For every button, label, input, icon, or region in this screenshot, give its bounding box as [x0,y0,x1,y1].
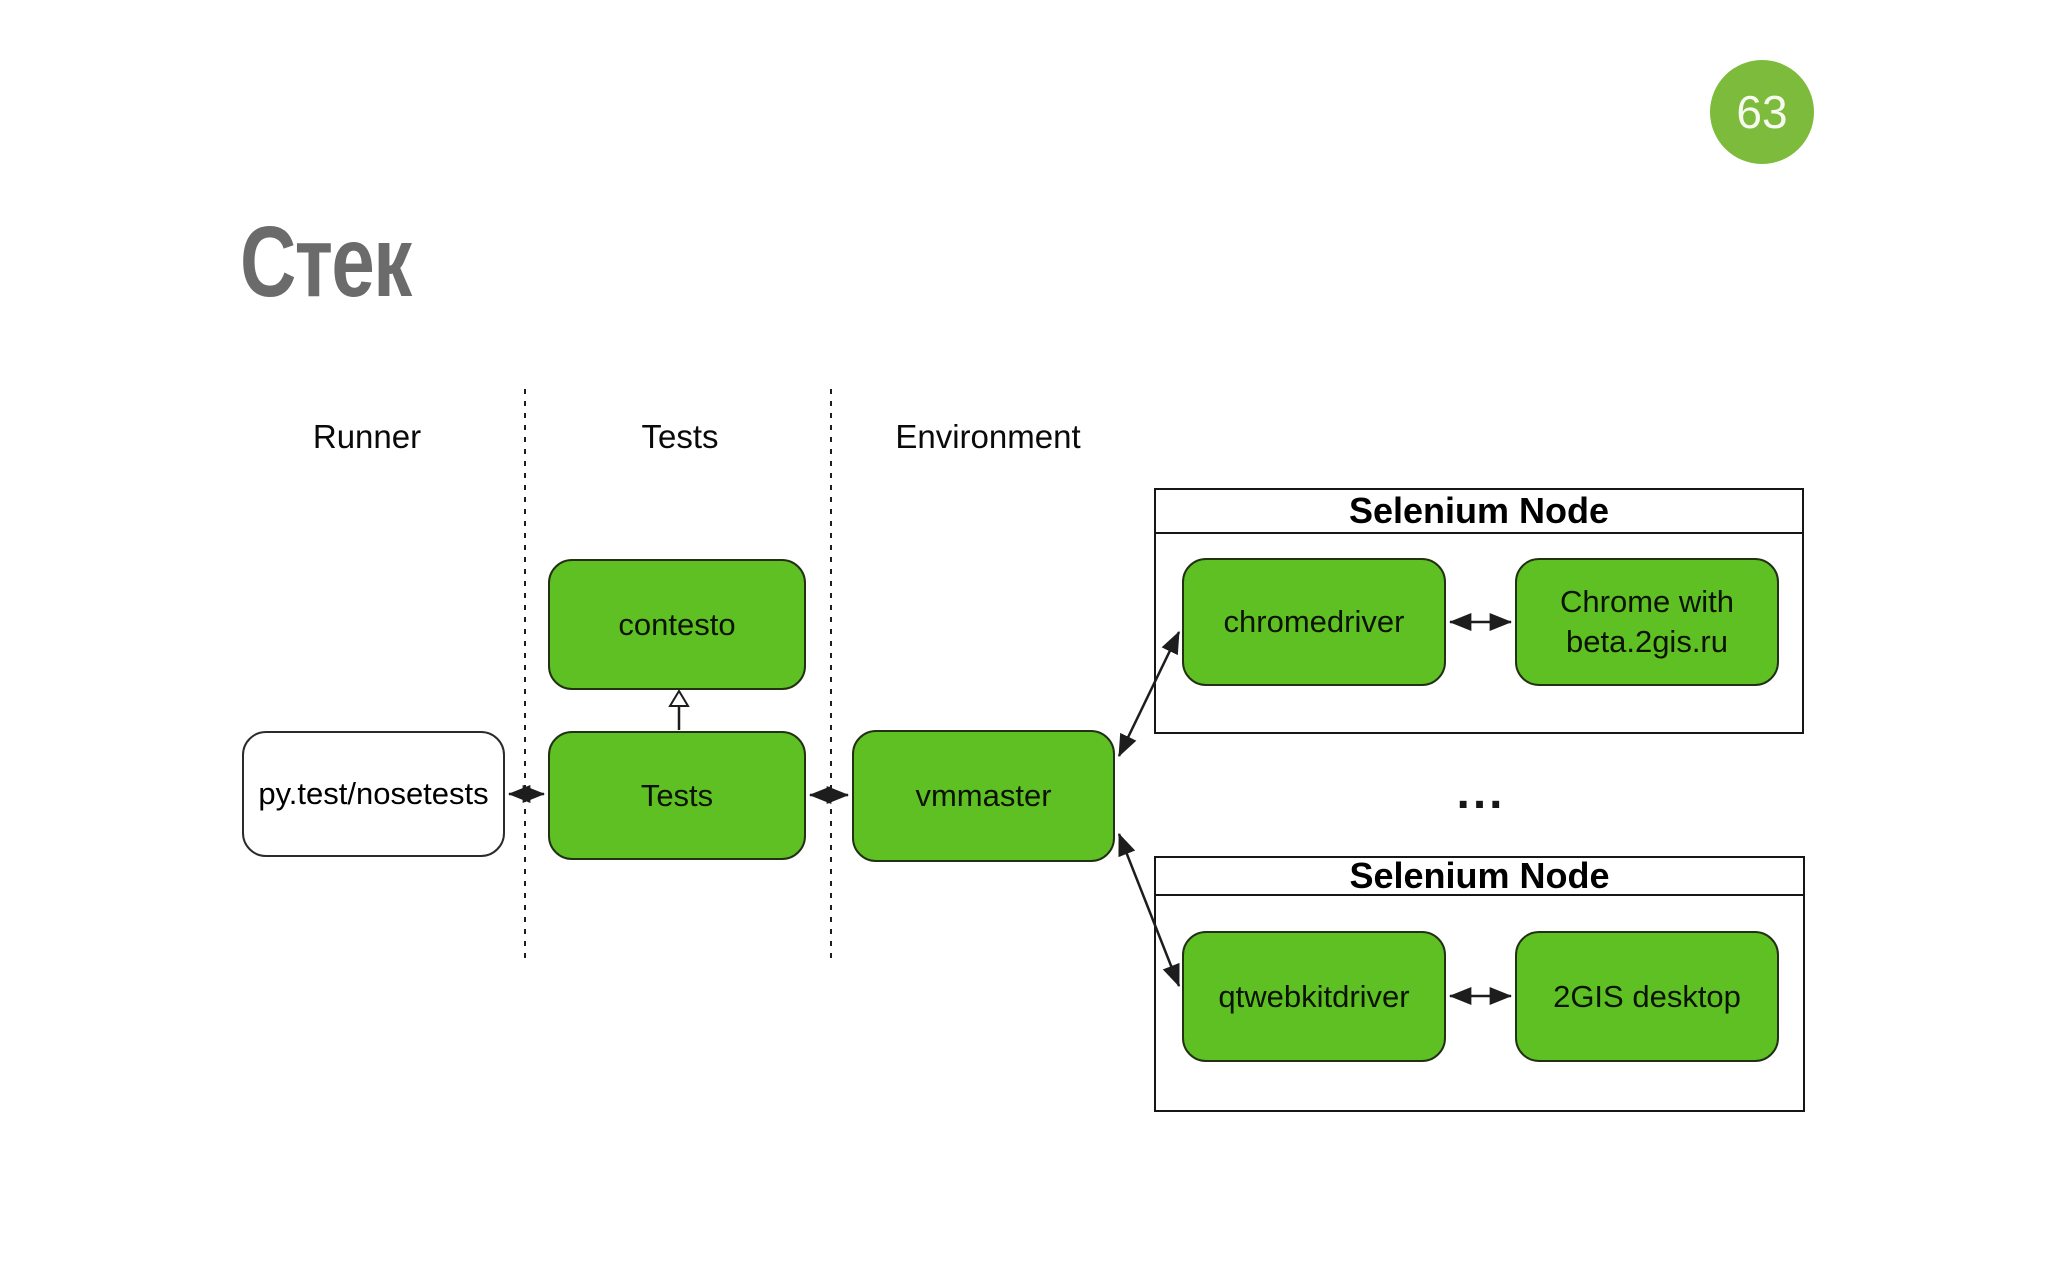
node-contesto: contesto [548,559,806,690]
slide-title: Стек [240,206,412,318]
selenium-node-top-title: Selenium Node [1156,490,1802,534]
node-2gis-desktop: 2GIS desktop [1515,931,1779,1062]
node-vmmaster: vmmaster [852,730,1115,862]
page-number: 63 [1736,86,1788,138]
node-pytest-nosetests: py.test/nosetests [242,731,505,857]
page-number-badge: 63 [1710,60,1814,164]
selenium-node-bottom-title: Selenium Node [1156,855,1803,896]
column-label-tests: Tests [641,418,719,455]
column-label-environment: Environment [895,418,1081,455]
node-chrome-beta2gis-label: Chrome with beta.2gis.ru [1560,582,1734,662]
column-label-runner: Runner [312,418,422,455]
node-chromedriver: chromedriver [1182,558,1446,686]
node-chrome-beta2gis-line2: beta.2gis.ru [1566,624,1728,659]
node-qtwebkitdriver: qtwebkitdriver [1182,931,1446,1062]
inheritance-arrow-tests-contesto [668,689,690,730]
node-chrome-beta2gis: Chrome with beta.2gis.ru [1515,558,1779,686]
more-nodes-ellipsis: ... [1456,766,1506,819]
node-tests: Tests [548,731,806,860]
node-chrome-beta2gis-line1: Chrome with [1560,584,1734,619]
inheritance-arrow-hollow-triangle [668,689,690,707]
